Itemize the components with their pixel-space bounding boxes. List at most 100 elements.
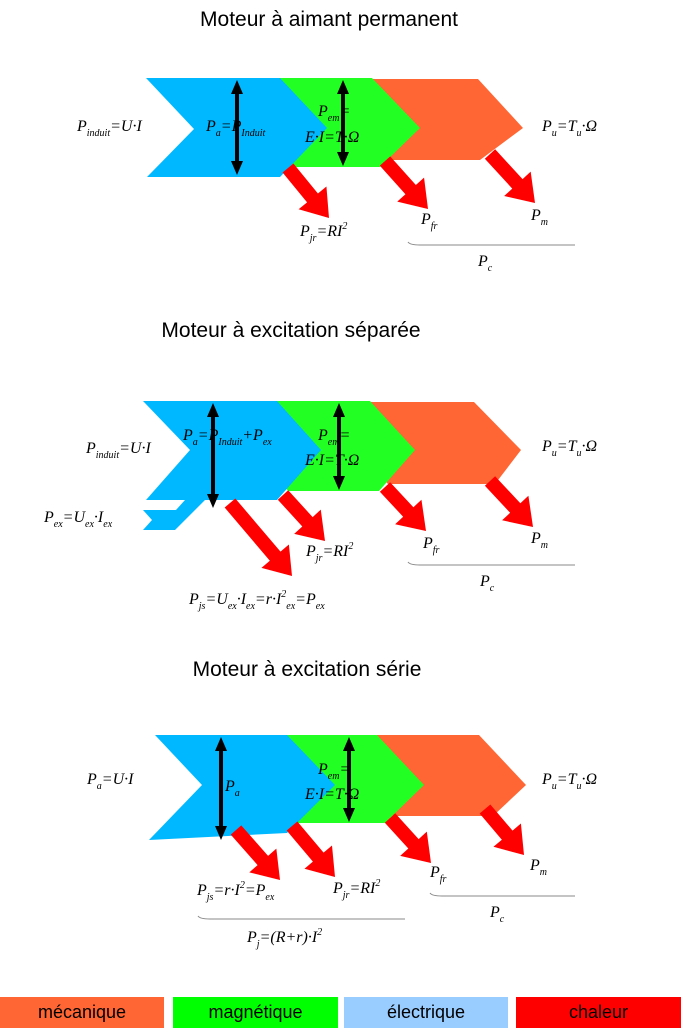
formula-part: =U·I (119, 440, 151, 457)
arrow-shape (207, 403, 219, 417)
arrow-shape (343, 808, 355, 822)
formula-part: +P (242, 427, 263, 444)
formula-part: Induit (240, 128, 265, 139)
legend-magnetique: magnétique (173, 997, 338, 1028)
heat-loss-arrow-fr (379, 482, 426, 531)
formula-part: P (529, 857, 540, 874)
formula-part: ·I (94, 509, 104, 526)
formula-part: ·Ω (581, 118, 597, 135)
double-arrow-icon (343, 737, 355, 822)
formula-part: a (235, 788, 240, 799)
formula-part: P (317, 761, 328, 778)
arrow-shape (337, 80, 349, 94)
diagram-title: Moteur à excitation série (193, 658, 422, 681)
formula-part: P (317, 427, 328, 444)
formula-part: ·Ω (581, 771, 597, 788)
heat-loss-arrow-m (479, 804, 524, 855)
arrow-shape (277, 490, 325, 541)
formula-part: P (530, 207, 541, 224)
diagram-permanent-magnet: Moteur à aimant permanent Pinduit=U·I Pa… (76, 8, 597, 274)
formula-part: m (541, 217, 548, 228)
formula-part: =T (557, 118, 578, 135)
formula-part: c (500, 914, 505, 925)
formula-part: E·I=T·Ω (304, 786, 359, 803)
em-power-label: Pem= (317, 761, 350, 782)
formula-part: =P (198, 427, 219, 444)
formula-part: =T (557, 771, 578, 788)
em-power-formula: E·I=T·Ω (304, 129, 359, 146)
formula-part: a (193, 437, 198, 448)
formula-part: fr (433, 545, 440, 556)
formula-part: jr (308, 233, 317, 244)
formula-part: ex (85, 519, 94, 530)
formula-part: P (188, 591, 199, 608)
diagram-title: Moteur à aimant permanent (200, 8, 458, 31)
absorbed-power-label: Pa (224, 778, 240, 799)
formula-part: P (541, 438, 552, 455)
formula-part: ex (246, 601, 255, 612)
arrow-shape (333, 476, 345, 490)
formula-part: ex (54, 519, 63, 530)
formula-part: u (552, 781, 557, 792)
formula-part: E·I=T·Ω (304, 129, 359, 146)
absorbed-power-label: Pa=PInduit (205, 118, 265, 139)
formula-part: =U·I (110, 118, 142, 135)
formula-part: ex (265, 892, 274, 903)
arrow-shape (384, 813, 431, 863)
arrow-shape (207, 494, 219, 508)
formula-part: ·Ω (581, 438, 597, 455)
useful-power-label: Pu=Tu·Ω (541, 118, 597, 139)
formula-part: 2 (375, 878, 380, 889)
excitation-flow (143, 500, 205, 530)
brace (407, 561, 575, 566)
formula-part: P (541, 771, 552, 788)
formula-part: =RI (349, 880, 376, 897)
excitation-joule-loss-label: Pjs=Uex·Iex=r·I2ex=Pex (188, 589, 325, 612)
em-power-label: Pem= (317, 103, 350, 124)
heat-loss-arrow-js (224, 498, 292, 576)
formula-part: P (85, 440, 96, 457)
constant-loss-label: Pc (479, 573, 495, 594)
heat-loss-arrow-jr (277, 490, 325, 541)
formula-part: ·I (237, 591, 247, 608)
arrow-shape (286, 821, 335, 877)
brace (429, 892, 575, 897)
mechanical-loss-label: Pm (530, 207, 548, 228)
arrow-shape (479, 804, 524, 855)
formula-part: u (576, 448, 581, 459)
formula-part: P (224, 778, 235, 795)
formula-part: =r·I (213, 882, 240, 899)
formula-part: jr (341, 890, 350, 901)
formula-part: P (196, 882, 207, 899)
formula-part: 2 (348, 541, 353, 552)
double-arrow-icon (207, 403, 219, 508)
arrow-shape (484, 476, 533, 527)
formula-part: 2 (317, 927, 322, 938)
em-power-formula: E·I=T·Ω (304, 786, 359, 803)
formula-part: 2 (281, 589, 286, 600)
heat-loss-arrow-js (230, 825, 280, 880)
constant-loss-label: Pc (477, 253, 493, 274)
input-power-label: Pinduit=U·I (76, 118, 142, 139)
formula-part: P (43, 509, 54, 526)
formula-part: P (429, 864, 440, 881)
iron-loss-label: Pfr (420, 211, 438, 232)
formula-part: =P (221, 118, 242, 135)
formula-part: =T (557, 438, 578, 455)
arrow-shape (224, 498, 292, 576)
formula-part: P (86, 771, 97, 788)
formula-part: ex (228, 601, 237, 612)
formula-part: =P (295, 591, 316, 608)
formula-part: = (339, 427, 350, 444)
formula-part: =r·I (255, 591, 282, 608)
diagram-series-excitation: Moteur à excitation série Pa=U·I Pa Pem=… (86, 658, 597, 950)
mechanical-loss-label: Pm (530, 530, 548, 551)
formula-part: induit (87, 128, 111, 139)
formula-part: =P (245, 882, 266, 899)
formula-part: P (182, 427, 193, 444)
formula-part: induit (96, 450, 120, 461)
formula-part: =RI (316, 223, 343, 240)
formula-part: 2 (342, 221, 347, 232)
arrow-shape (333, 403, 345, 417)
